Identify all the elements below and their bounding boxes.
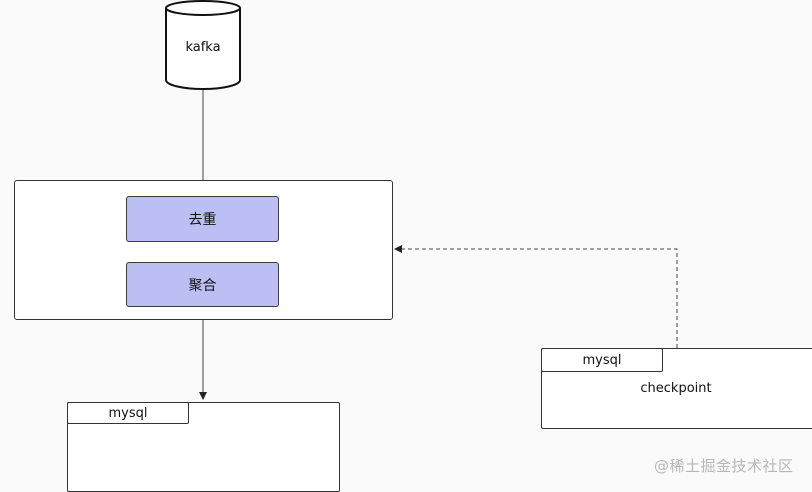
kafka-cylinder [165,0,241,90]
mysql-sink-tab-label: mysql [108,405,148,421]
checkpoint-tab-label: mysql [582,352,622,368]
checkpoint-box [541,348,812,429]
diagram-canvas: kafka 去重 聚合 mysql mysql checkpoint @稀土掘金… [14,0,812,492]
checkpoint-tab: mysql [541,348,663,372]
connectors [199,90,678,400]
checkpoint-restore-dashed-arrow [394,245,678,348]
aggregate-step: 聚合 [126,262,279,307]
checkpoint-label: checkpoint [640,381,712,396]
watermark-text: @稀土掘金技术社区 [654,457,794,475]
dedup-step: 去重 [126,196,279,242]
kafka-label: kafka [185,40,221,55]
aggregate-step-label: 聚合 [188,277,217,294]
mysql-sink-tab: mysql [67,402,189,424]
dedup-step-label: 去重 [188,212,217,228]
